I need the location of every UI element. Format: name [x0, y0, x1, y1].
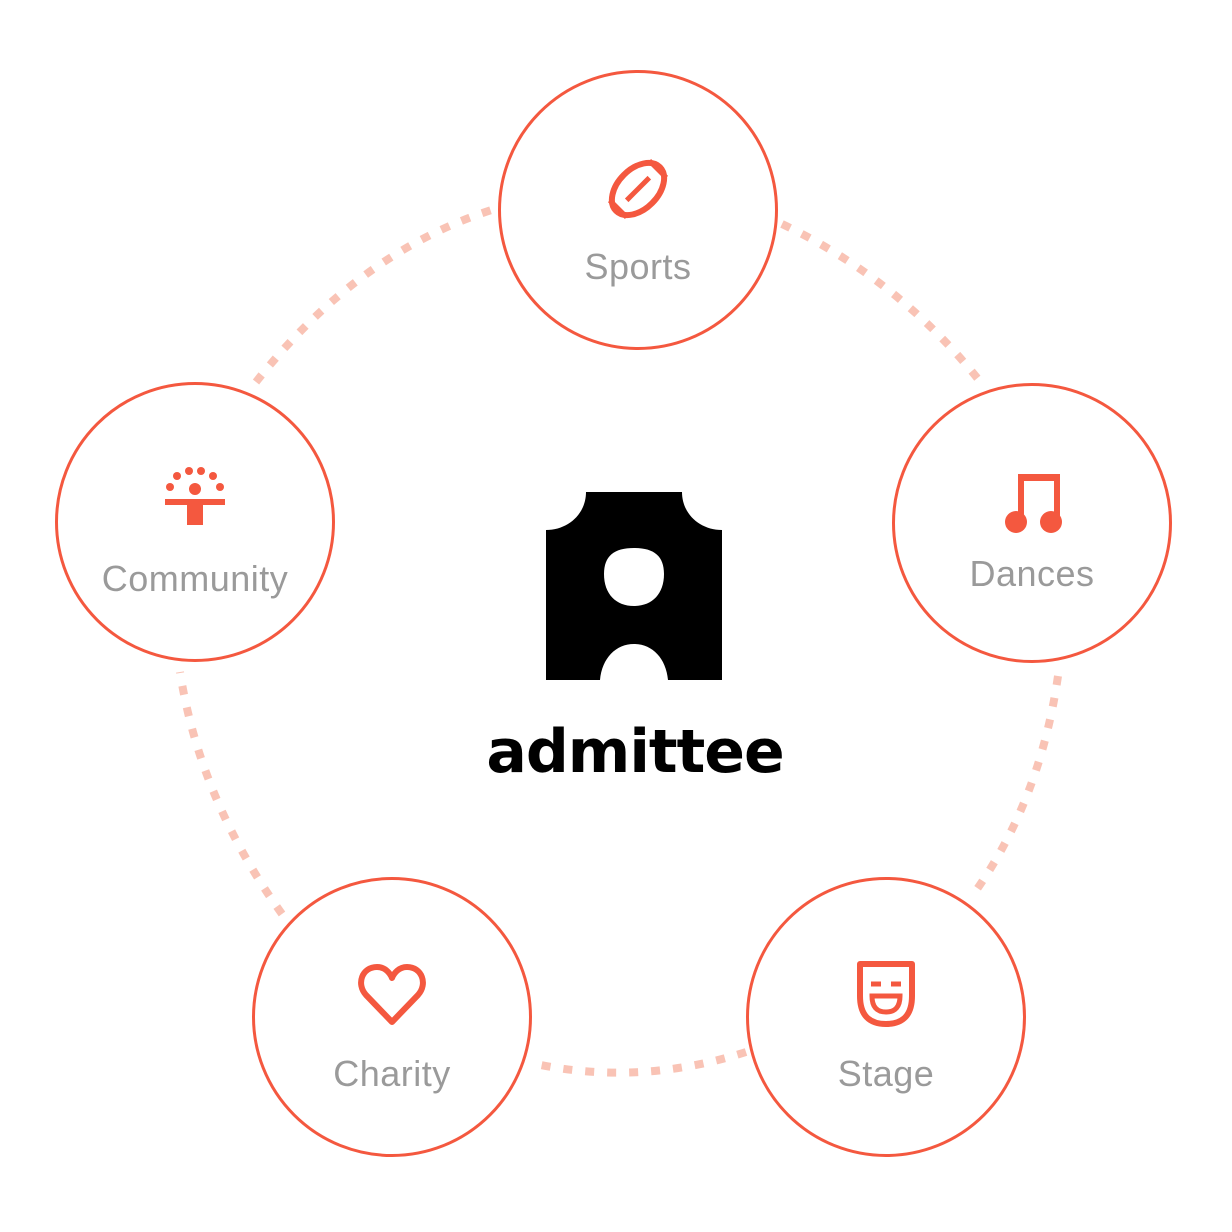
- people-community-icon: [159, 463, 231, 535]
- category-stage[interactable]: Stage: [746, 877, 1026, 1157]
- category-sports[interactable]: Sports: [498, 70, 778, 350]
- category-label: Dances: [969, 553, 1095, 594]
- theater-mask-icon: [850, 958, 922, 1030]
- football-icon: [602, 153, 674, 225]
- brand-wordmark: admittee: [486, 717, 784, 787]
- category-label: Charity: [333, 1053, 451, 1094]
- category-dances[interactable]: Dances: [892, 383, 1172, 663]
- connector-charity-community: [176, 671, 286, 917]
- music-note-icon: [996, 468, 1068, 540]
- category-charity[interactable]: Charity: [252, 877, 532, 1157]
- category-label: Stage: [837, 1053, 935, 1094]
- ticket-stub-logo-icon: [546, 492, 722, 680]
- connector-dances-stage: [971, 675, 1062, 895]
- connector-stage-charity: [535, 1048, 748, 1077]
- connector-sports-dances: [780, 220, 986, 387]
- category-label: Sports: [584, 246, 692, 287]
- category-label: Community: [101, 558, 289, 599]
- category-community[interactable]: Community: [55, 382, 335, 662]
- heart-icon: [356, 958, 428, 1030]
- connector-community-sports: [252, 204, 500, 385]
